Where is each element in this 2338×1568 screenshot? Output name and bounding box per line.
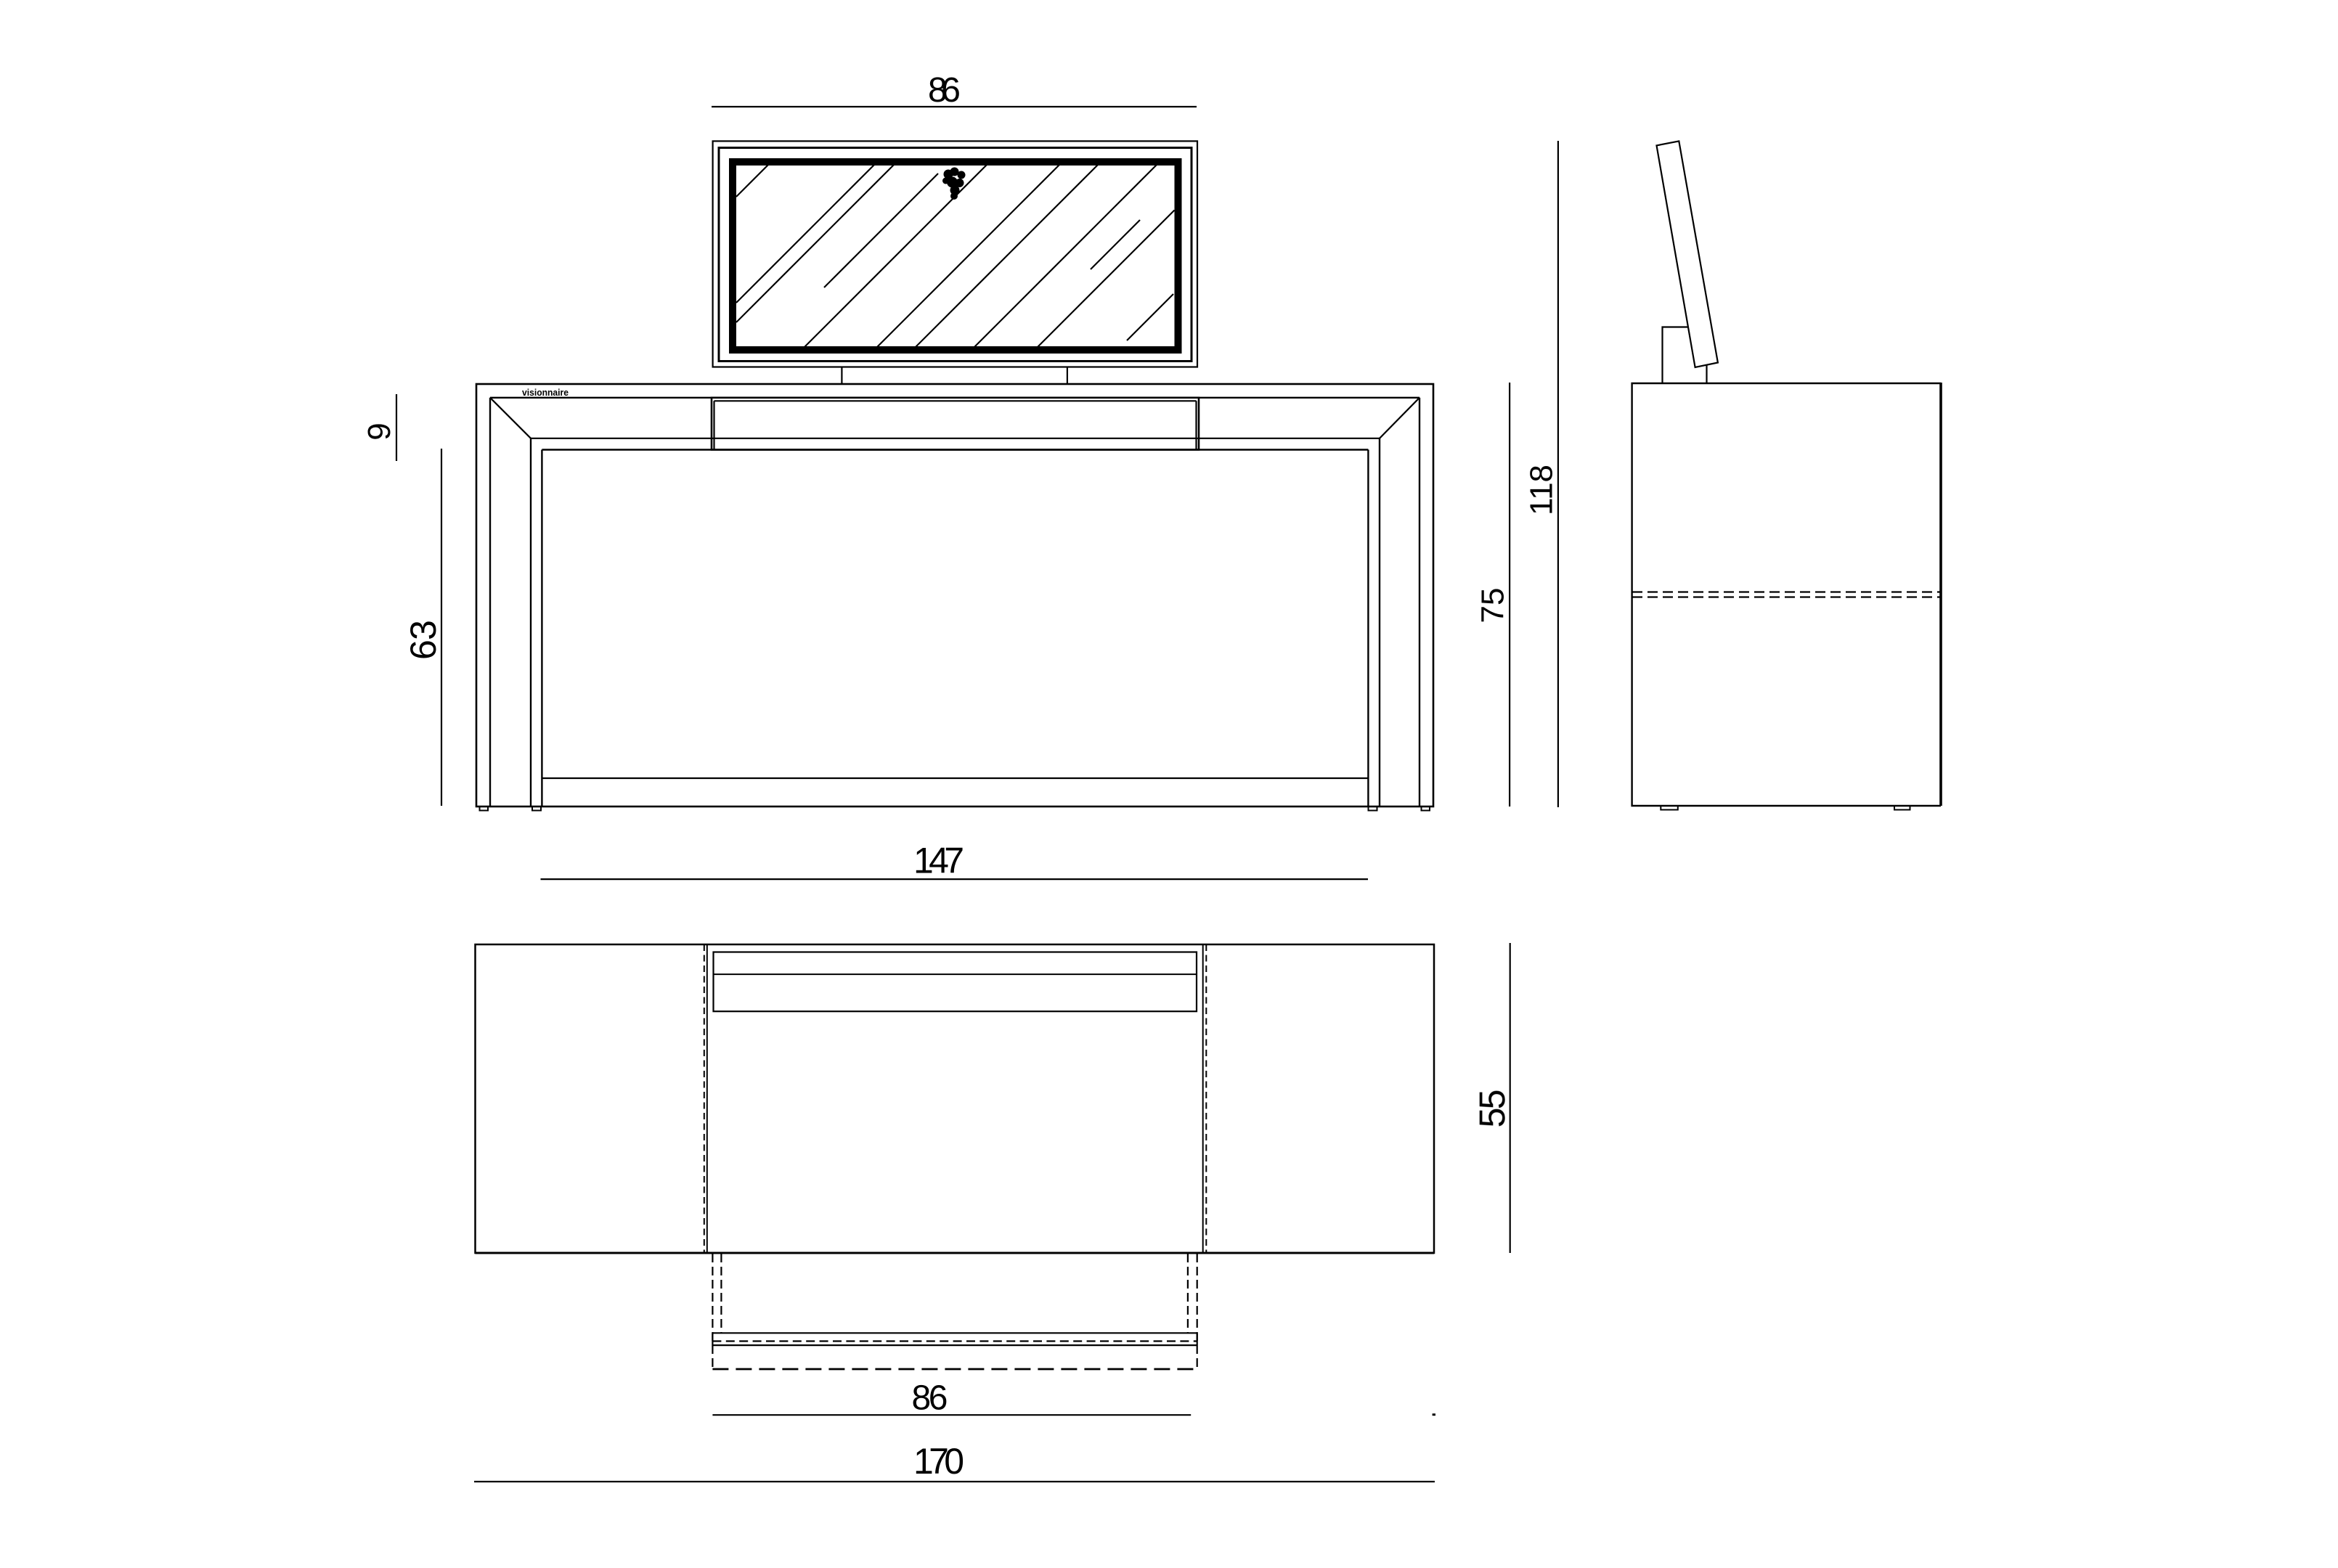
svg-text:63: 63 <box>403 620 444 660</box>
svg-text:86: 86 <box>912 1379 948 1418</box>
svg-text:55: 55 <box>1472 1090 1512 1128</box>
svg-text:170: 170 <box>913 1441 964 1482</box>
svg-text:75: 75 <box>1475 588 1510 624</box>
svg-text:118: 118 <box>1523 465 1559 515</box>
svg-text:86: 86 <box>928 71 961 110</box>
svg-text:visionnaire: visionnaire <box>522 387 569 398</box>
svg-text:147: 147 <box>913 841 964 881</box>
svg-text:9: 9 <box>362 422 397 440</box>
